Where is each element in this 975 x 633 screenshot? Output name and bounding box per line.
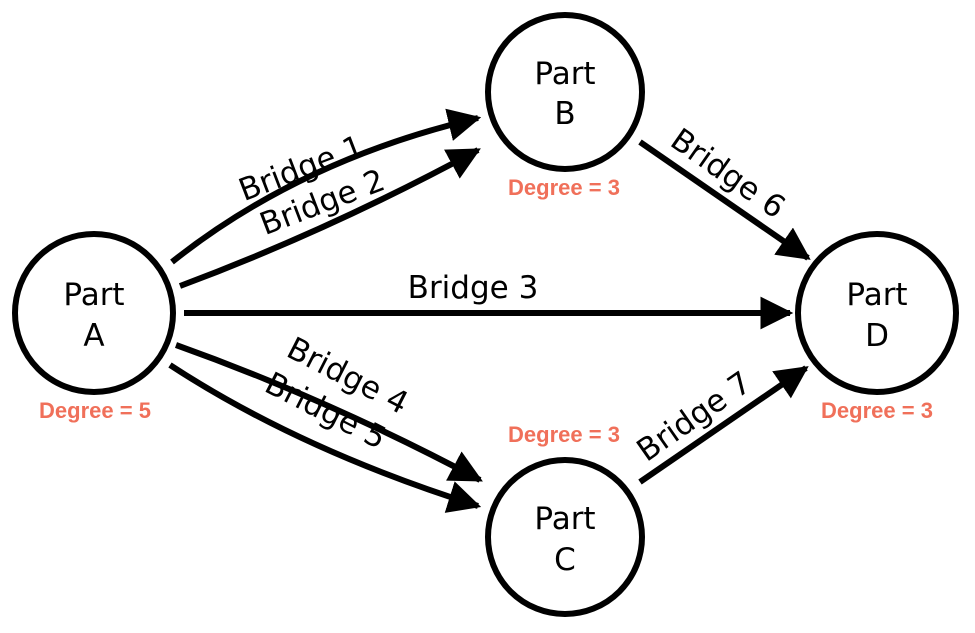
node-c-label-line1: Part (534, 501, 595, 537)
node-d-circle (795, 231, 959, 395)
edge-bridge-7 (638, 365, 809, 485)
node-a-label-line2: A (83, 318, 104, 354)
edge-bridge-5 (168, 362, 482, 513)
edge-bridge-2 (178, 147, 481, 289)
edge-bridge-4 (174, 342, 483, 483)
edges (168, 108, 811, 513)
edge-label-bridge-3: Bridge 3 (408, 270, 539, 306)
degree-label-d: Degree = 3 (821, 398, 933, 423)
node-d: Part D (795, 231, 959, 395)
node-b-label-line2: B (554, 96, 575, 132)
node-b-circle (485, 12, 645, 172)
degree-label-c: Degree = 3 (508, 422, 620, 447)
node-c-label-line2: C (554, 542, 576, 578)
edge-labels: Bridge 1 Bridge 2 Bridge 3 Bridge 4 Brid… (234, 122, 792, 469)
degree-label-b: Degree = 3 (508, 175, 620, 200)
edge-bridge-6 (638, 139, 811, 261)
edge-bridge-1 (170, 108, 482, 265)
node-d-label-line2: D (865, 318, 889, 354)
degree-labels: Degree = 5 Degree = 3 Degree = 3 Degree … (39, 175, 933, 447)
node-b-label-line1: Part (534, 56, 595, 92)
degree-label-a: Degree = 5 (39, 398, 151, 423)
node-a-circle (12, 231, 176, 395)
node-c-circle (485, 457, 645, 617)
node-a: Part A (12, 231, 176, 395)
node-d-label-line1: Part (846, 277, 907, 313)
node-a-label-line1: Part (63, 277, 124, 313)
node-b: Part B (485, 12, 645, 172)
node-c: Part C (485, 457, 645, 617)
